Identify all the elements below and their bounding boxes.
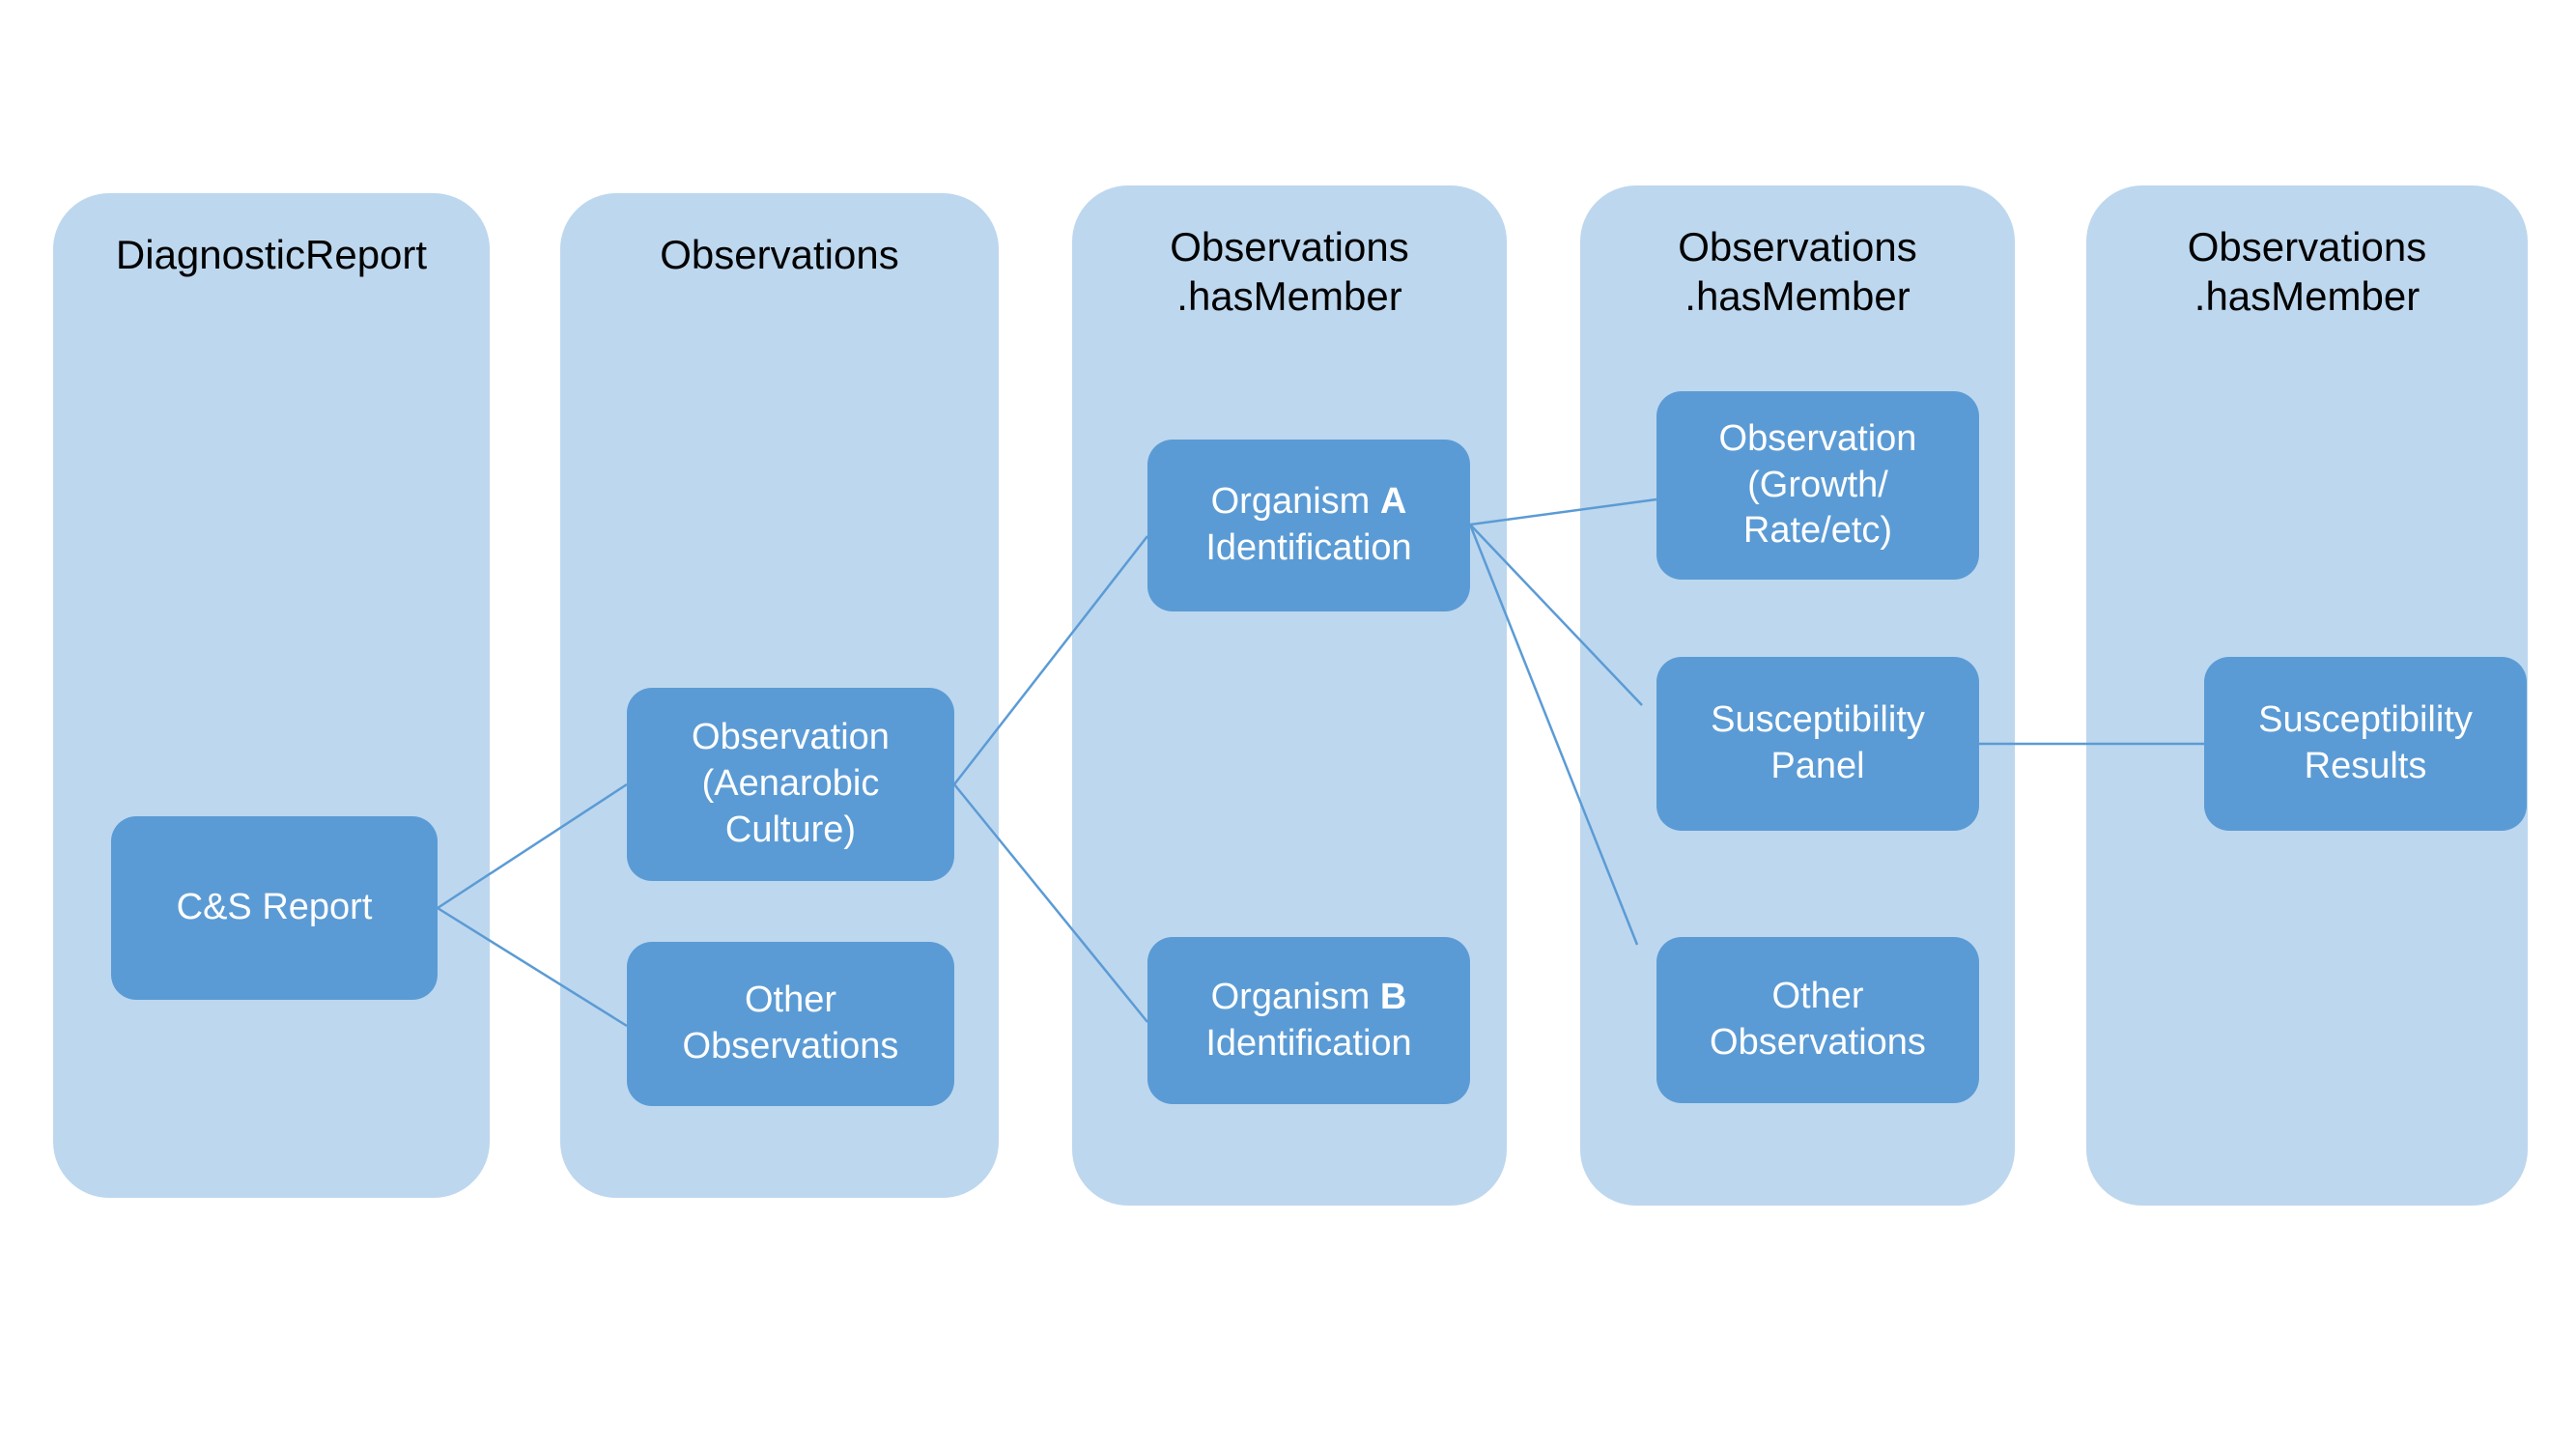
organism-a-suffix: Identification	[1205, 527, 1412, 568]
node-other-observations-1[interactable]: Other Observations	[627, 942, 954, 1106]
node-organism-b-identification-label: Organism B Identification	[1205, 975, 1411, 1067]
node-observation-growth-rate-label: Observation (Growth/ Rate/etc)	[1718, 417, 1917, 552]
node-organism-a-identification-label: Organism A Identification	[1205, 479, 1411, 572]
lane-title-observations: Observations	[660, 232, 899, 277]
lane-diagnosticreport: DiagnosticReport	[53, 193, 490, 1198]
node-observation-growth-rate[interactable]: Observation (Growth/ Rate/etc)	[1656, 391, 1979, 580]
node-organism-a-identification[interactable]: Organism A Identification	[1147, 440, 1470, 611]
node-other-observations-2-label: Other Observations	[1710, 976, 1926, 1063]
organism-a-prefix: Organism	[1210, 481, 1380, 523]
organism-a-letter: A	[1379, 481, 1407, 523]
lane-title-hasmember-2: Observations .hasMember	[1678, 224, 1917, 320]
organism-b-prefix: Organism	[1210, 976, 1380, 1017]
organism-b-suffix: Identification	[1205, 1022, 1412, 1064]
organism-b-letter: B	[1379, 976, 1407, 1017]
node-susceptibility-panel[interactable]: Susceptibility Panel	[1656, 657, 1979, 831]
node-susceptibility-results[interactable]: Susceptibility Results	[2204, 657, 2527, 831]
node-cs-report-label: C&S Report	[176, 887, 373, 928]
node-other-observations-1-label: Other Observations	[682, 980, 899, 1066]
node-susceptibility-results-label: Susceptibility Results	[2258, 699, 2473, 786]
lane-title-diagnosticreport: DiagnosticReport	[115, 232, 428, 277]
lane-title-hasmember-3: Observations .hasMember	[2187, 224, 2427, 320]
node-cs-report[interactable]: C&S Report	[111, 816, 438, 1000]
node-observation-anaerobic-culture-label: Observation (Aenarobic Culture)	[692, 717, 890, 850]
node-observation-anaerobic-culture[interactable]: Observation (Aenarobic Culture)	[627, 688, 954, 881]
lane-title-hasmember-1: Observations .hasMember	[1170, 224, 1409, 320]
node-other-observations-2[interactable]: Other Observations	[1656, 937, 1979, 1103]
node-susceptibility-panel-label: Susceptibility Panel	[1711, 699, 1925, 786]
node-organism-b-identification[interactable]: Organism B Identification	[1147, 937, 1470, 1104]
